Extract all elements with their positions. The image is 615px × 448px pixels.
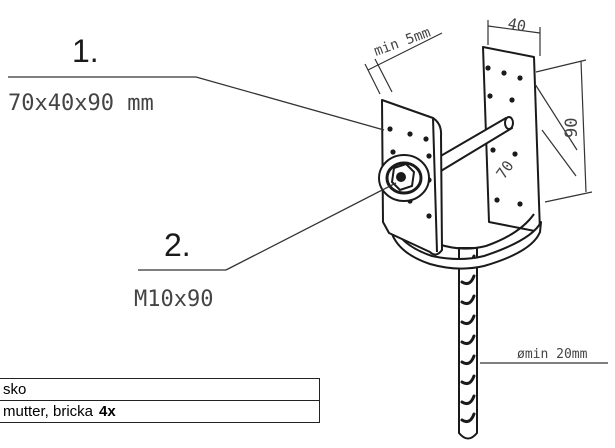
- table-cell: sko: [0, 378, 320, 401]
- callout-1-number: 1.: [72, 33, 99, 69]
- table-cell: mutter, bricka 4x: [0, 400, 320, 423]
- table-row: sko: [0, 378, 320, 401]
- callout-1-size: 70x40x90 mm: [8, 91, 154, 116]
- dim-height: 90: [562, 118, 582, 138]
- part-name: mutter, bricka: [3, 403, 94, 420]
- dim-rebar-diameter: ømin 20mm: [517, 347, 588, 362]
- table-row: mutter, bricka 4x: [0, 400, 320, 423]
- leader-lines: [8, 76, 608, 364]
- parts-table: sko mutter, bricka 4x: [0, 378, 320, 423]
- part-quantity: 4x: [99, 403, 116, 420]
- nut-washer: [378, 154, 430, 202]
- dim-width: 40: [506, 14, 527, 35]
- callout-2-number: 2.: [164, 227, 191, 263]
- callout-2-size: M10x90: [134, 287, 213, 312]
- dim-min-thickness: min 5mm: [372, 25, 433, 60]
- dimension-lines: [364, 20, 593, 203]
- part-name: sko: [3, 381, 27, 398]
- bracket-base: [391, 221, 542, 270]
